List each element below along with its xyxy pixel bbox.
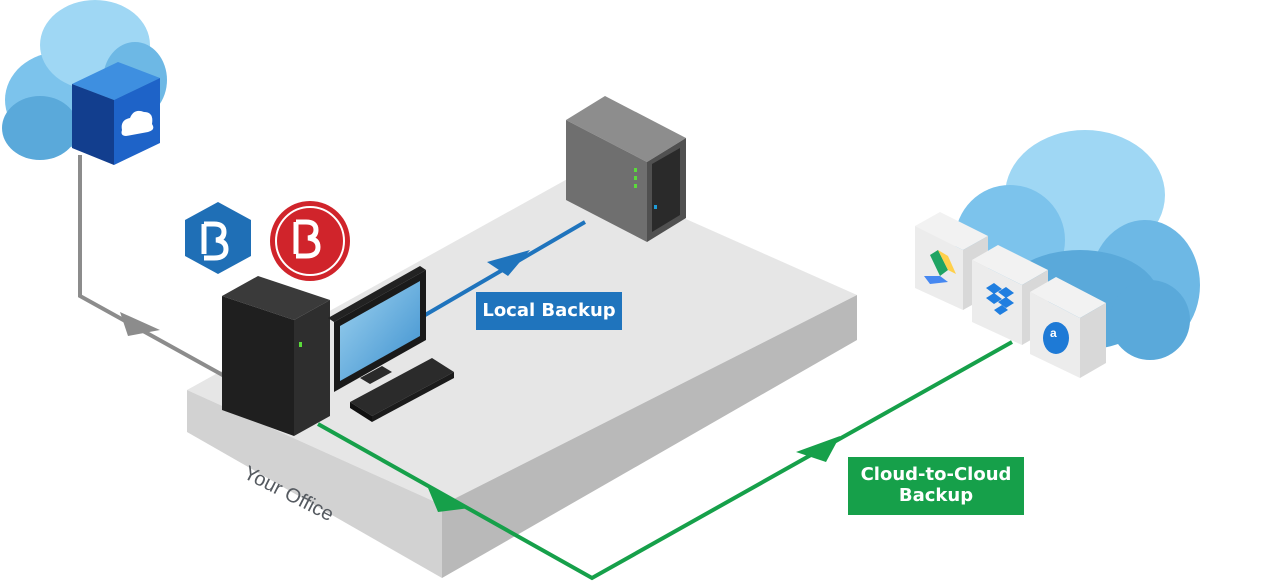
source-cloud bbox=[2, 0, 167, 165]
power-led-icon bbox=[299, 342, 302, 347]
local-backup-text: Local Backup bbox=[482, 299, 616, 321]
monitor bbox=[328, 266, 426, 392]
cloud-backup-text-line2: Backup bbox=[898, 485, 974, 506]
svg-text:a: a bbox=[1050, 326, 1057, 340]
desktop-tower bbox=[222, 276, 330, 436]
source-path bbox=[78, 155, 229, 380]
backup-logo-red bbox=[270, 201, 350, 281]
cloud-backup-path bbox=[317, 340, 1013, 581]
office-platform bbox=[187, 172, 857, 578]
source-arrow-icon bbox=[120, 312, 160, 336]
nas-server bbox=[566, 96, 686, 242]
local-backup-label: Local Backup bbox=[476, 292, 622, 330]
local-backup-path bbox=[418, 220, 587, 320]
local-arrow-icon bbox=[487, 250, 530, 276]
onedrive-icon bbox=[72, 62, 160, 165]
cloud-arrow-down-icon bbox=[428, 488, 470, 512]
cloud-arrow-up-icon bbox=[796, 436, 840, 462]
cloud-backup-text-line1: Cloud-to-Cloud bbox=[860, 464, 1012, 486]
keyboard bbox=[350, 358, 454, 422]
cloud-backup-label: Cloud-to-Cloud Backup bbox=[848, 457, 1024, 515]
backup-logo-blue bbox=[185, 202, 251, 274]
amazon-drive-icon: a bbox=[1030, 277, 1106, 378]
